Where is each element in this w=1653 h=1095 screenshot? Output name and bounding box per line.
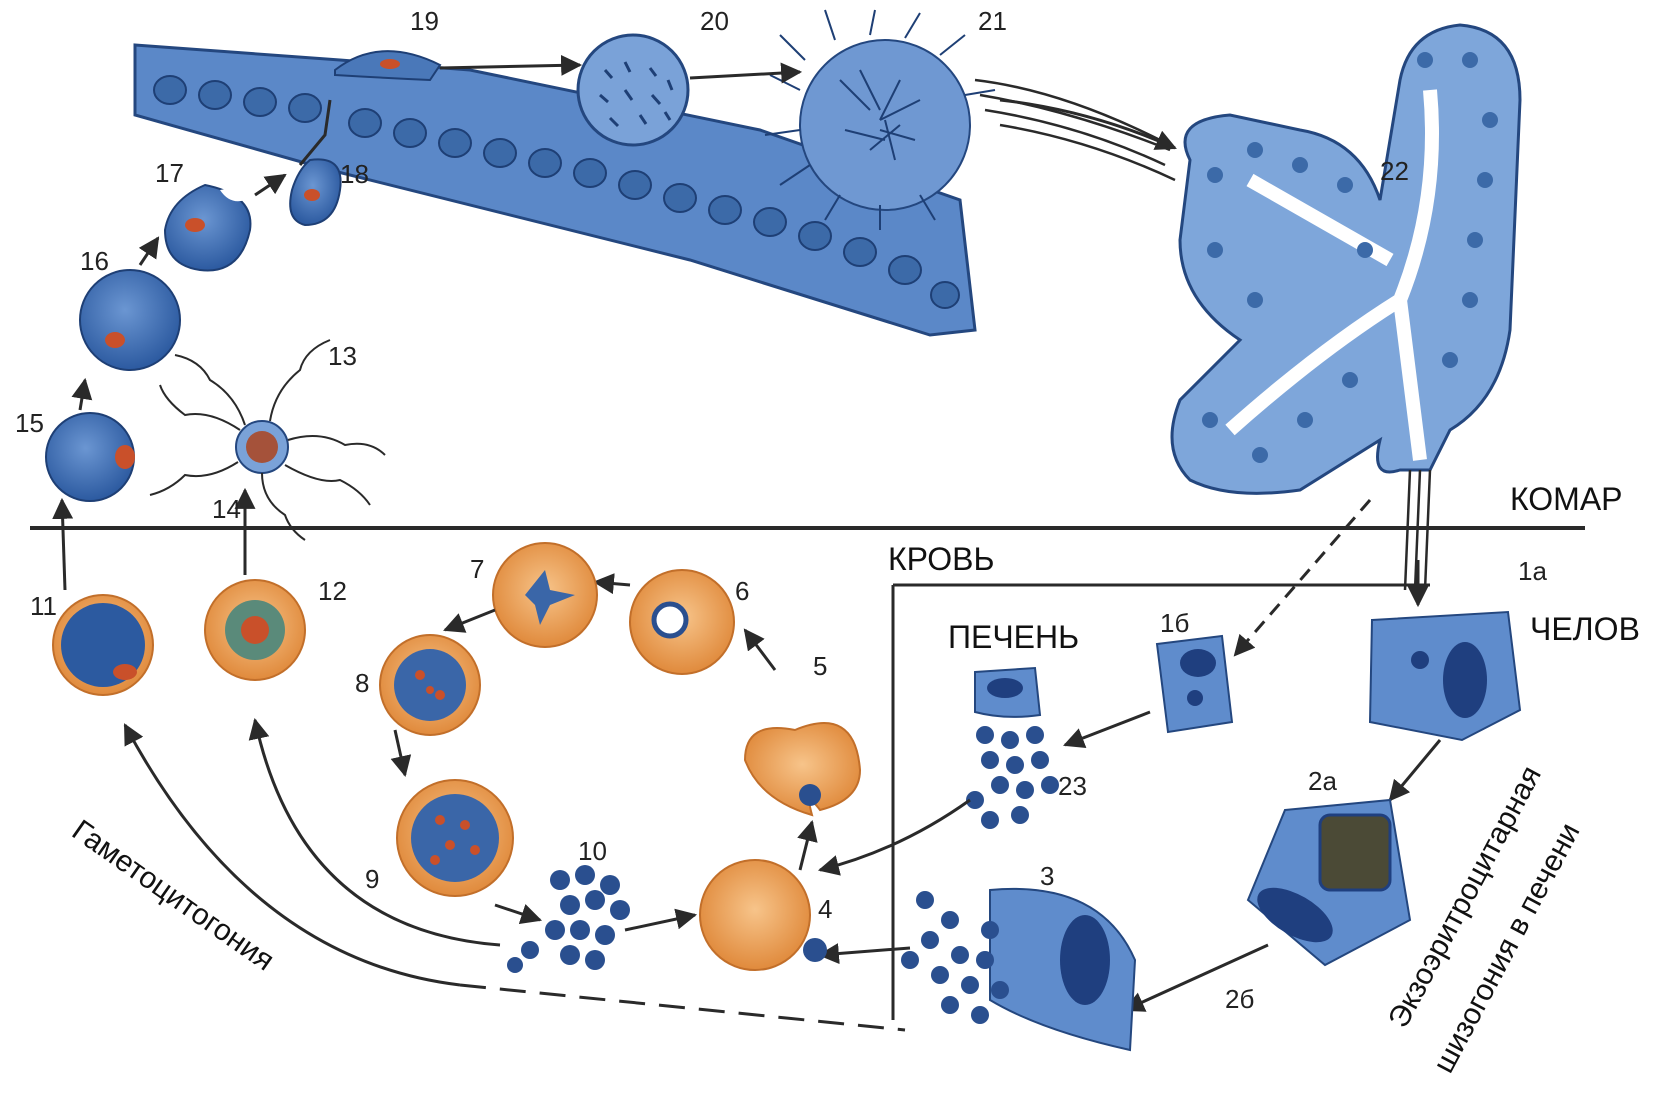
stage-11-macrogametocyte <box>53 595 153 695</box>
arrow-15-to-16 <box>80 380 85 410</box>
arrow-16-to-17 <box>140 238 158 265</box>
stage-20-oocyst <box>578 35 688 145</box>
label-7: 7 <box>470 554 484 584</box>
stage-12-microgametocyte <box>205 580 305 680</box>
label-17: 17 <box>155 158 184 188</box>
stage-3-merozoite-release <box>901 889 1135 1050</box>
label-22: 22 <box>1380 156 1409 186</box>
label-1a: 1а <box>1518 556 1547 586</box>
label-20: 20 <box>700 6 729 36</box>
arrow-5-to-6 <box>745 630 775 670</box>
arrow-3-to-4 <box>820 948 910 955</box>
region-blood: КРОВЬ <box>888 541 995 577</box>
stage-1a-hepatocyte <box>1370 612 1520 740</box>
label-12: 12 <box>318 576 347 606</box>
stage-8-schizont <box>380 635 480 735</box>
label-10: 10 <box>578 836 607 866</box>
region-liver: ПЕЧЕНЬ <box>948 619 1079 655</box>
arrow-10-to-4 <box>625 915 695 930</box>
sporozoite-stream <box>975 80 1175 180</box>
region-human: ЧЕЛОВ <box>1530 611 1640 647</box>
stage-17-ookinete-forming <box>165 185 250 271</box>
arrow-20-to-21 <box>690 72 800 78</box>
label-3: 3 <box>1040 861 1054 891</box>
arrow-1b-to-23 <box>1065 712 1150 745</box>
stage-16-zygote <box>80 270 180 370</box>
label-21: 21 <box>978 6 1007 36</box>
label-14: 14 <box>212 494 241 524</box>
label-23: 23 <box>1058 771 1087 801</box>
label-4: 4 <box>818 894 832 924</box>
liver-to-gametocytogony-dashed <box>460 985 905 1030</box>
label-5: 5 <box>813 651 827 681</box>
stage-9-mature-schizont <box>397 780 513 896</box>
stage-7-amoeboid-trophozoite <box>493 543 597 647</box>
stage-10-merozoites <box>507 865 630 973</box>
stage-2a-schizont <box>1248 800 1410 965</box>
stage-4-erythrocyte <box>700 860 827 970</box>
label-18: 18 <box>340 159 369 189</box>
label-1b: 1б <box>1160 608 1189 638</box>
arrow-9-to-10 <box>495 905 540 920</box>
caption-gametocytogony: Гаметоцитогония <box>66 814 280 978</box>
arrow-7-to-8 <box>445 610 495 630</box>
stage-23-merozoites <box>966 668 1059 829</box>
stage-22-salivary-gland <box>1172 25 1520 493</box>
arrow-6-to-7 <box>595 582 630 585</box>
label-11: 11 <box>30 591 57 621</box>
arrow-19-to-20 <box>440 65 580 68</box>
stage-15-macrogamete <box>46 413 135 501</box>
label-2b: 2б <box>1225 984 1254 1014</box>
stage-19-nucleus <box>380 59 400 69</box>
arrow-8-to-9 <box>395 730 405 775</box>
arrow-22-to-1b <box>1235 500 1370 655</box>
arrow-23-to-4 <box>820 800 970 870</box>
label-19: 19 <box>410 6 439 36</box>
label-2a: 2а <box>1308 766 1337 796</box>
arrow-4-to-5 <box>800 822 812 870</box>
stage-6-ring-trophozoite <box>630 570 734 674</box>
region-mosquito: КОМАР <box>1510 481 1623 517</box>
label-15: 15 <box>15 408 44 438</box>
stage-1b-hepatocyte <box>1157 636 1232 732</box>
label-9: 9 <box>365 864 379 894</box>
label-16: 16 <box>80 246 109 276</box>
stage-5-invasion <box>745 723 860 815</box>
arrow-17-to-18 <box>255 175 285 195</box>
arrow-1a-to-2a <box>1390 740 1440 800</box>
stage-18-ookinete <box>290 159 340 225</box>
label-6: 6 <box>735 576 749 606</box>
label-8: 8 <box>355 668 369 698</box>
label-13: 13 <box>328 341 357 371</box>
arrow-11-to-15 <box>62 500 65 590</box>
